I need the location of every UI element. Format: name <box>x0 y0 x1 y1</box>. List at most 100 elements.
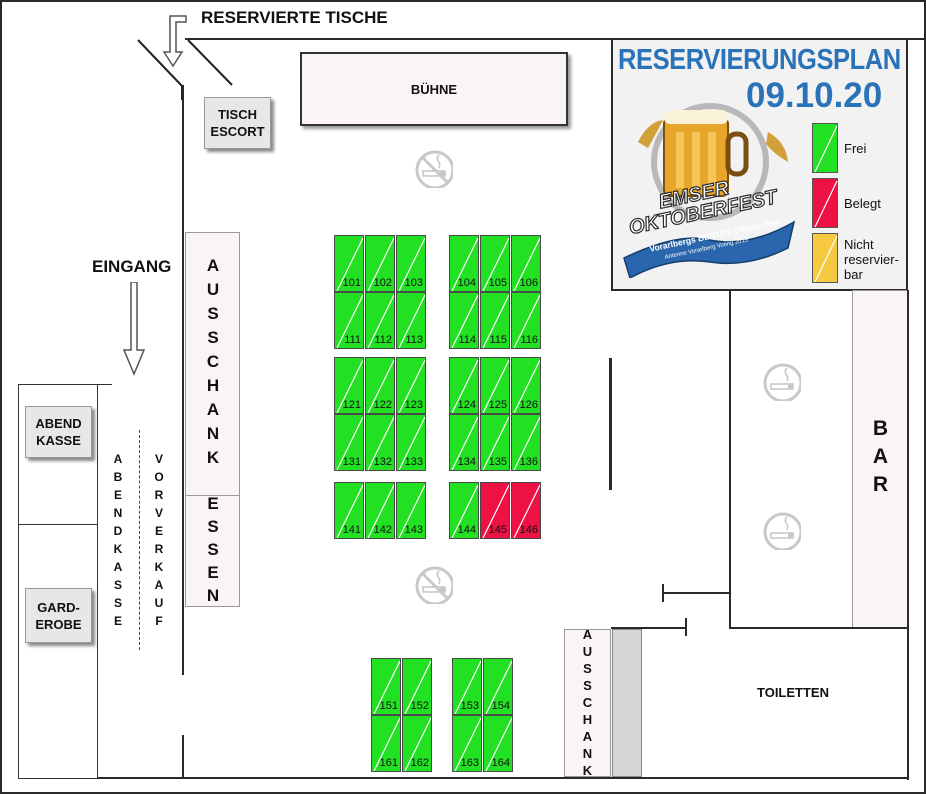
legend-diagonal <box>814 235 838 283</box>
escort-sign: TISCH ESCORT <box>204 97 271 149</box>
table-151[interactable]: 151 <box>371 658 401 715</box>
table-diagonal <box>336 294 363 348</box>
table-162[interactable]: 162 <box>402 715 432 772</box>
legend-label-frei: Frei <box>844 141 867 156</box>
table-number: 126 <box>519 399 538 411</box>
table-diagonal <box>482 416 509 470</box>
table-number: 116 <box>520 334 538 346</box>
bar-label: BAR <box>869 417 892 501</box>
toilet-wall-left <box>729 290 731 628</box>
legend-label-nicht_reservierbar: Nicht reservier- bar <box>844 237 899 282</box>
legend-diagonal <box>814 125 838 173</box>
table-104[interactable]: 104 <box>449 235 479 292</box>
table-126[interactable]: 126 <box>511 357 541 414</box>
table-number: 121 <box>342 399 361 411</box>
table-164[interactable]: 164 <box>483 715 513 772</box>
table-101[interactable]: 101 <box>334 235 364 292</box>
legend-swatch-belegt <box>812 178 838 228</box>
table-diagonal <box>336 416 363 470</box>
table-diagonal <box>451 359 478 413</box>
table-132[interactable]: 132 <box>365 414 395 471</box>
table-number: 145 <box>488 524 507 536</box>
stage: BÜHNE <box>300 52 568 126</box>
table-154[interactable]: 154 <box>483 658 513 715</box>
bar-area: BAR <box>852 290 908 628</box>
ausschank-bottom: AUSSCHANK <box>564 626 611 780</box>
table-diagonal <box>398 484 425 538</box>
vorverkauf-vertical-text: VORVERKAUF <box>152 452 166 632</box>
table-131[interactable]: 131 <box>334 414 364 471</box>
table-116[interactable]: 116 <box>511 292 541 349</box>
table-diagonal <box>367 416 394 470</box>
table-106[interactable]: 106 <box>511 235 541 292</box>
table-diagonal <box>336 484 363 538</box>
grey-pillar <box>612 629 642 777</box>
plan-title: RESERVIERUNGSPLAN <box>618 44 901 76</box>
table-161[interactable]: 161 <box>371 715 401 772</box>
table-143[interactable]: 143 <box>396 482 426 539</box>
table-135[interactable]: 135 <box>480 414 510 471</box>
table-115[interactable]: 115 <box>480 292 510 349</box>
table-121[interactable]: 121 <box>334 357 364 414</box>
table-125[interactable]: 125 <box>480 357 510 414</box>
legend-swatch-nicht_reservierbar <box>812 233 838 283</box>
table-diagonal <box>485 717 512 771</box>
table-diagonal <box>482 294 509 348</box>
legend-swatch-frei <box>812 123 838 173</box>
table-105[interactable]: 105 <box>480 235 510 292</box>
legend-diagonal <box>814 180 838 228</box>
table-152[interactable]: 152 <box>402 658 432 715</box>
hall-divider-line <box>609 358 612 490</box>
table-number: 106 <box>519 277 538 289</box>
table-136[interactable]: 136 <box>511 414 541 471</box>
legend-label-belegt: Belegt <box>844 196 881 211</box>
table-number: 115 <box>489 334 507 346</box>
table-123[interactable]: 123 <box>396 357 426 414</box>
ausschank-bottom-label: AUSSCHANK <box>580 626 595 780</box>
table-diagonal <box>482 359 509 413</box>
table-111[interactable]: 111 <box>334 292 364 349</box>
table-number: 161 <box>379 757 398 769</box>
table-114[interactable]: 114 <box>449 292 479 349</box>
table-diagonal <box>398 237 425 291</box>
kasse-area <box>18 384 98 779</box>
hall-left-wall-lower <box>182 735 184 779</box>
table-diagonal <box>404 660 431 714</box>
reserved-tables-label: RESERVIERTE TISCHE <box>201 8 388 27</box>
table-102[interactable]: 102 <box>365 235 395 292</box>
smoking-icon <box>763 363 801 401</box>
table-103[interactable]: 103 <box>396 235 426 292</box>
table-diagonal <box>482 484 509 538</box>
table-number: 113 <box>405 334 423 346</box>
table-number: 143 <box>404 524 423 536</box>
table-133[interactable]: 133 <box>396 414 426 471</box>
table-number: 135 <box>488 456 507 468</box>
table-145[interactable]: 145 <box>480 482 510 539</box>
table-122[interactable]: 122 <box>365 357 395 414</box>
table-number: 163 <box>460 757 479 769</box>
ausschank-left-label: AUSSCHANK <box>203 256 223 472</box>
table-number: 133 <box>404 456 423 468</box>
table-diagonal <box>373 660 400 714</box>
table-142[interactable]: 142 <box>365 482 395 539</box>
table-144[interactable]: 144 <box>449 482 479 539</box>
table-number: 154 <box>491 700 510 712</box>
table-diagonal <box>404 717 431 771</box>
corridor-stub-v <box>662 584 664 602</box>
table-diagonal <box>336 237 363 291</box>
table-number: 151 <box>379 700 398 712</box>
table-112[interactable]: 112 <box>365 292 395 349</box>
table-153[interactable]: 153 <box>452 658 482 715</box>
kasse-top-line <box>98 384 112 385</box>
table-163[interactable]: 163 <box>452 715 482 772</box>
toilet-door-stub <box>685 618 687 636</box>
table-diagonal <box>367 484 394 538</box>
entrance-label: EINGANG <box>92 257 172 276</box>
table-141[interactable]: 141 <box>334 482 364 539</box>
table-113[interactable]: 113 <box>396 292 426 349</box>
table-134[interactable]: 134 <box>449 414 479 471</box>
table-146[interactable]: 146 <box>511 482 541 539</box>
table-diagonal <box>367 237 394 291</box>
table-124[interactable]: 124 <box>449 357 479 414</box>
table-diagonal <box>373 717 400 771</box>
